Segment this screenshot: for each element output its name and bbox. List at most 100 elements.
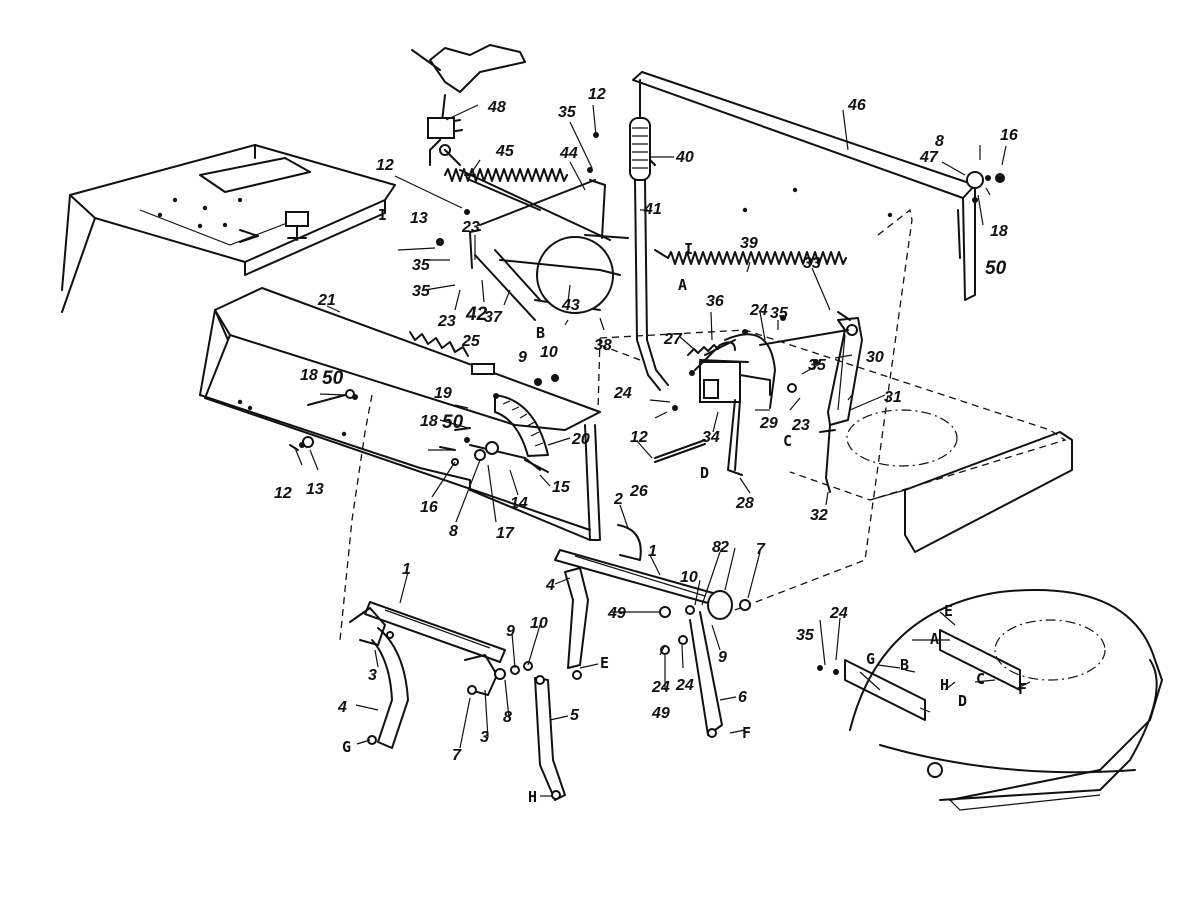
letter-E: E: [600, 654, 609, 672]
spring-45: [444, 168, 568, 182]
letter-F: F: [742, 724, 751, 742]
label-24: 24: [651, 679, 670, 696]
letter-G: G: [342, 738, 351, 756]
letter-B: B: [900, 656, 909, 674]
label-32: 32: [810, 507, 828, 524]
label-35: 35: [770, 305, 789, 322]
label-13: 13: [306, 481, 324, 498]
label-50: 50: [442, 412, 464, 433]
label-3: 3: [368, 667, 377, 684]
label-21: 21: [317, 292, 336, 309]
letter-A: A: [930, 630, 939, 648]
label-3: 3: [480, 729, 489, 746]
label-48: 48: [487, 99, 506, 116]
label-7: 7: [756, 541, 766, 558]
fender-body: [869, 431, 1073, 553]
label-31: 31: [884, 389, 902, 406]
label-8: 8: [503, 709, 512, 726]
label-8: 8: [449, 523, 458, 540]
label-41: 41: [643, 201, 662, 218]
letter-H: H: [940, 676, 949, 694]
label-20: 20: [571, 431, 590, 448]
rear-linkage: [687, 317, 863, 493]
label-18: 18: [990, 223, 1008, 240]
letter-G: G: [866, 650, 875, 668]
label-7: 7: [452, 747, 462, 764]
label-35: 35: [796, 627, 815, 644]
letter-E: E: [944, 602, 953, 620]
mower-deck: [844, 588, 1163, 811]
label-49: 49: [651, 705, 670, 722]
letter-F: F: [1018, 680, 1027, 698]
label-4: 4: [545, 577, 555, 594]
label-50: 50: [322, 368, 344, 389]
label-5: 5: [570, 707, 580, 724]
label-39: 39: [740, 235, 758, 252]
label-10: 10: [530, 615, 548, 632]
label-24: 24: [749, 302, 768, 319]
label-18: 18: [300, 367, 318, 384]
label-8: 8: [712, 539, 721, 556]
label-23: 23: [461, 219, 480, 236]
label-37: 37: [484, 309, 503, 326]
frame-plate: [61, 144, 396, 313]
label-1: 1: [402, 561, 411, 578]
fasteners: [299, 132, 1005, 675]
label-19: 19: [434, 385, 452, 402]
label-24: 24: [829, 605, 848, 622]
label-47: 47: [919, 149, 939, 166]
label-13: 13: [410, 210, 428, 227]
label-2: 2: [613, 491, 623, 508]
lift-lever: [289, 389, 549, 473]
label-9: 9: [506, 623, 515, 640]
letter-A: A: [678, 276, 687, 294]
body-outline: [339, 208, 1067, 641]
label-18: 18: [420, 413, 438, 430]
label-6: 6: [738, 689, 747, 706]
label-33: 33: [803, 255, 821, 272]
letter-C: C: [783, 432, 792, 450]
rear-lift-link: [554, 524, 751, 738]
label-12: 12: [630, 429, 648, 446]
label-26: 26: [629, 483, 648, 500]
label-28: 28: [735, 495, 754, 512]
label-35: 35: [808, 357, 827, 374]
lift-handle: [629, 117, 669, 391]
label-24: 24: [613, 385, 632, 402]
label-27: 27: [663, 331, 683, 348]
letter-C: C: [976, 670, 985, 688]
letter-I: I: [684, 240, 693, 258]
label-8: 8: [935, 133, 944, 150]
connection-letters: A A B B C C D D E E F F G G H H I I: [342, 206, 1027, 806]
label-25: 25: [461, 333, 481, 350]
label-46: 46: [847, 97, 866, 114]
part-number-labels: 1 1 2 2 3 3 4 4 5 6 7 7 8 8 8 8 9 9 9 10…: [274, 86, 1018, 764]
label-29: 29: [759, 415, 778, 432]
label-9: 9: [518, 349, 527, 366]
label-45: 45: [495, 143, 515, 160]
label-14: 14: [510, 495, 528, 512]
label-36: 36: [706, 293, 724, 310]
label-12: 12: [588, 86, 606, 103]
label-2: 2: [719, 539, 729, 556]
front-lift-link: [349, 601, 566, 801]
label-35: 35: [412, 283, 431, 300]
label-35: 35: [412, 257, 431, 274]
letter-D: D: [958, 692, 967, 710]
label-50: 50: [985, 258, 1007, 279]
label-49: 49: [607, 605, 626, 622]
label-24: 24: [675, 677, 694, 694]
label-35: 35: [558, 104, 577, 121]
label-10: 10: [540, 344, 558, 361]
label-42: 42: [465, 304, 488, 325]
label-17: 17: [496, 525, 515, 542]
label-16: 16: [1000, 127, 1018, 144]
label-43: 43: [561, 297, 580, 314]
letter-D: D: [700, 464, 709, 482]
rod-26: [654, 439, 706, 463]
label-34: 34: [702, 429, 720, 446]
label-15: 15: [552, 479, 571, 496]
height-sector-plate: [494, 394, 549, 457]
label-12: 12: [376, 157, 394, 174]
